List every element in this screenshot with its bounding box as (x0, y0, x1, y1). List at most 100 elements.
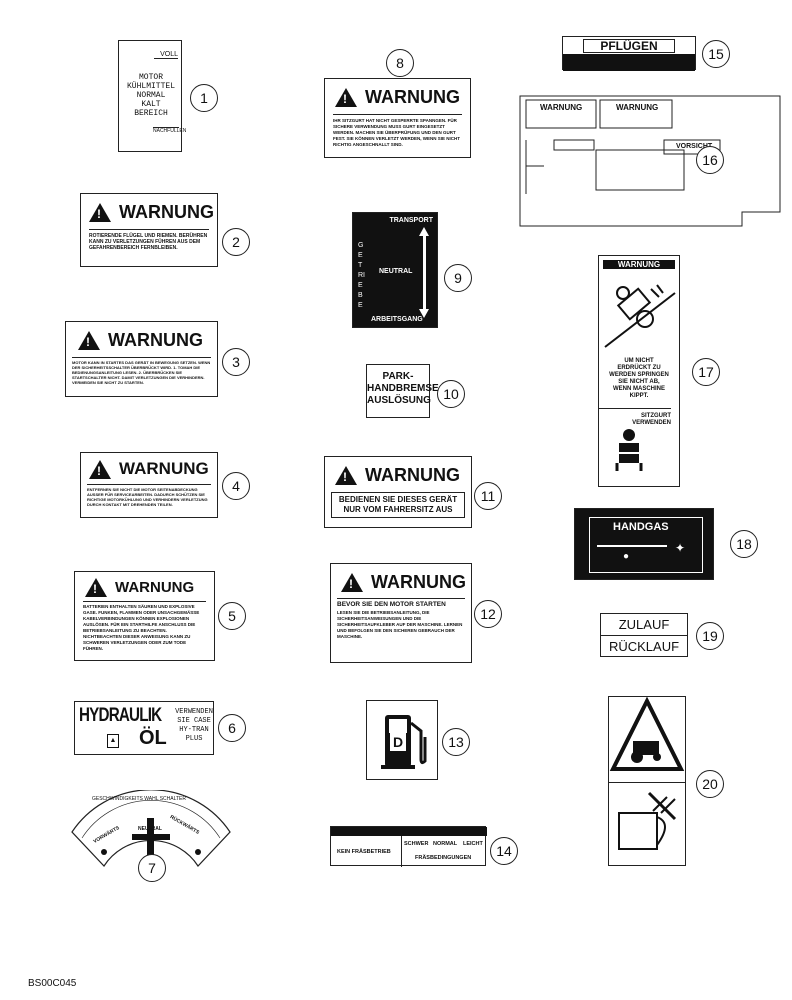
tilling-conditions-label: FRÄSBEDINGUNGEN (415, 855, 472, 861)
neutral-label: NEUTRAL (138, 826, 162, 832)
hydraulic-label: HYDRAULIK (79, 705, 162, 726)
warning-decal-before-start: WARNUNG BEVOR SIE DEN MOTOR STARTEN LESE… (330, 563, 472, 663)
warning-text: IHR SITZGURT HAT NICHT GESPERRTE SPANNGE… (333, 114, 462, 148)
light-label: LEICHT (463, 841, 483, 847)
normal-label: NORMAL (433, 841, 458, 847)
warning-triangle-icon (89, 203, 111, 222)
warning-decal-battery: WARNUNG BATTERIEN ENTHALTEN SÄUREN UND E… (74, 571, 215, 661)
throttle-label: HANDGAS (613, 521, 669, 533)
tilling-conditions-decal: KEIN FRÄSBETRIEB SCHWER NORMAL LEICHT FR… (330, 826, 487, 867)
seatbelt-person-icon (615, 429, 643, 471)
callout-4: 4 (222, 472, 250, 500)
warning-decal-seatbelt: WARNUNG IHR SITZGURT HAT NICHT GESPERRTE… (324, 78, 471, 158)
callout-17: 17 (692, 358, 720, 386)
callout-16: 16 (696, 146, 724, 174)
callout-9: 9 (444, 264, 472, 292)
diesel-letter: D (390, 733, 406, 751)
rabbit-icon: ✦ (675, 541, 686, 555)
callout-3: 3 (222, 348, 250, 376)
warning-triangle-icon (85, 578, 107, 597)
oil-can-icon: ▲ (107, 734, 119, 748)
callout-7: 7 (138, 854, 166, 882)
warning-text: ROTIERENDE FLÜGEL UND RIEMEN. BERÜHREN K… (89, 229, 209, 251)
warning-title: WARNUNG (371, 572, 466, 592)
before-start-heading: BEVOR SIE DEN MOTOR STARTEN (337, 598, 465, 608)
transport-label: TRANSPORT (389, 217, 433, 224)
turtle-icon: ● (623, 551, 630, 562)
speed-selector-title: GESCHWINDIGKEITS WAHL SCHALTER (92, 796, 186, 802)
warning-text: ENTFERNEN SIE NICHT DIE MOTOR SEITENABDE… (87, 484, 211, 507)
callout-8: 8 (386, 49, 414, 77)
warning-title: WARNUNG (115, 579, 195, 596)
throttle-decal: HANDGAS ● ✦ (574, 508, 714, 580)
plowing-label: PFLÜGEN (583, 39, 675, 53)
feed-return-decal: ZULAUF RÜCKLAUF (600, 613, 688, 657)
rotor-entanglement-icon (618, 791, 677, 850)
coolant-refill-label: NACHFÜLLEN (153, 127, 187, 134)
callout-15: 15 (702, 40, 730, 68)
shift-arrow-icon (423, 231, 426, 311)
no-tilling-label: KEIN FRÄSBETRIEB (337, 849, 391, 855)
figure-reference: BS00C045 (28, 978, 77, 989)
arrow-down-icon (419, 309, 429, 318)
panel-warning-label-2: WARNUNG (616, 103, 659, 112)
warning-triangle-icon (78, 331, 100, 350)
callout-1: 1 (190, 84, 218, 112)
plowing-decal: PFLÜGEN (562, 36, 696, 71)
transmission-decal: TRANSPORT NEUTRAL ARBEITSGANG GETRIEBE (352, 212, 438, 328)
tractor-rollover-icon (604, 284, 676, 348)
callout-18: 18 (730, 530, 758, 558)
transmission-side-label: GETRIEBE (358, 242, 365, 309)
warning-triangle-icon (341, 573, 363, 592)
callout-20: 20 (696, 770, 724, 798)
panel-warning-label: WARNUNG (540, 103, 583, 112)
dashboard-panel-decal (519, 95, 781, 227)
warning-text: LESEN SIE DIE BETRIEBSANLEITUNG, DIE SIC… (337, 610, 463, 639)
rollover-warning-title: WARNUNG (603, 260, 675, 269)
warning-triangle-icon (89, 459, 111, 479)
speed-selector-decal (71, 790, 231, 867)
rotor-hazard-decal (608, 696, 686, 866)
oil-label: ÖL (139, 727, 167, 749)
diesel-fuel-decal: D (366, 700, 438, 780)
callout-10: 10 (437, 380, 465, 408)
panel-caution-label: VORSICHT (676, 143, 713, 150)
warning-triangle-tractor-icon (609, 696, 685, 771)
feed-label: ZULAUF (601, 614, 687, 636)
callout-6: 6 (218, 714, 246, 742)
callout-11: 11 (474, 482, 502, 510)
warning-decal-fan: WARNUNG ROTIERENDE FLÜGEL UND RIEMEN. BE… (80, 193, 218, 267)
warning-title: WARNUNG (119, 459, 209, 478)
warning-text: BATTERIEN ENTHALTEN SÄUREN UND EXPLOSIVE… (83, 601, 206, 652)
callout-19: 19 (696, 622, 724, 650)
callout-13: 13 (442, 728, 470, 756)
callout-5: 5 (218, 602, 246, 630)
warning-decal-start: WARNUNG MOTOR KANN IN STARTES DAS GERÄT … (65, 321, 218, 397)
warning-title: WARNUNG (365, 87, 460, 107)
neutral-label: NEUTRAL (379, 268, 413, 275)
callout-2: 2 (222, 228, 250, 256)
warning-triangle-icon (335, 88, 357, 107)
warning-decal-side-cover: WARNUNG ENTFERNEN SIE NICHT DIE MOTOR SE… (80, 452, 218, 518)
coolant-full-label: VOLL (154, 51, 178, 59)
warning-text: MOTOR KANN IN STARTES DAS GERÄT IN BEWEG… (72, 357, 211, 385)
warning-triangle-icon (335, 466, 357, 485)
callout-12: 12 (474, 600, 502, 628)
callout-14: 14 (490, 837, 518, 865)
warning-title: WARNUNG (119, 202, 214, 222)
return-label: RÜCKLAUF (608, 639, 680, 654)
working-gear-label: ARBEITSGANG (371, 316, 423, 323)
warning-title: WARNUNG (108, 330, 203, 350)
heavy-label: SCHWER (404, 841, 429, 847)
